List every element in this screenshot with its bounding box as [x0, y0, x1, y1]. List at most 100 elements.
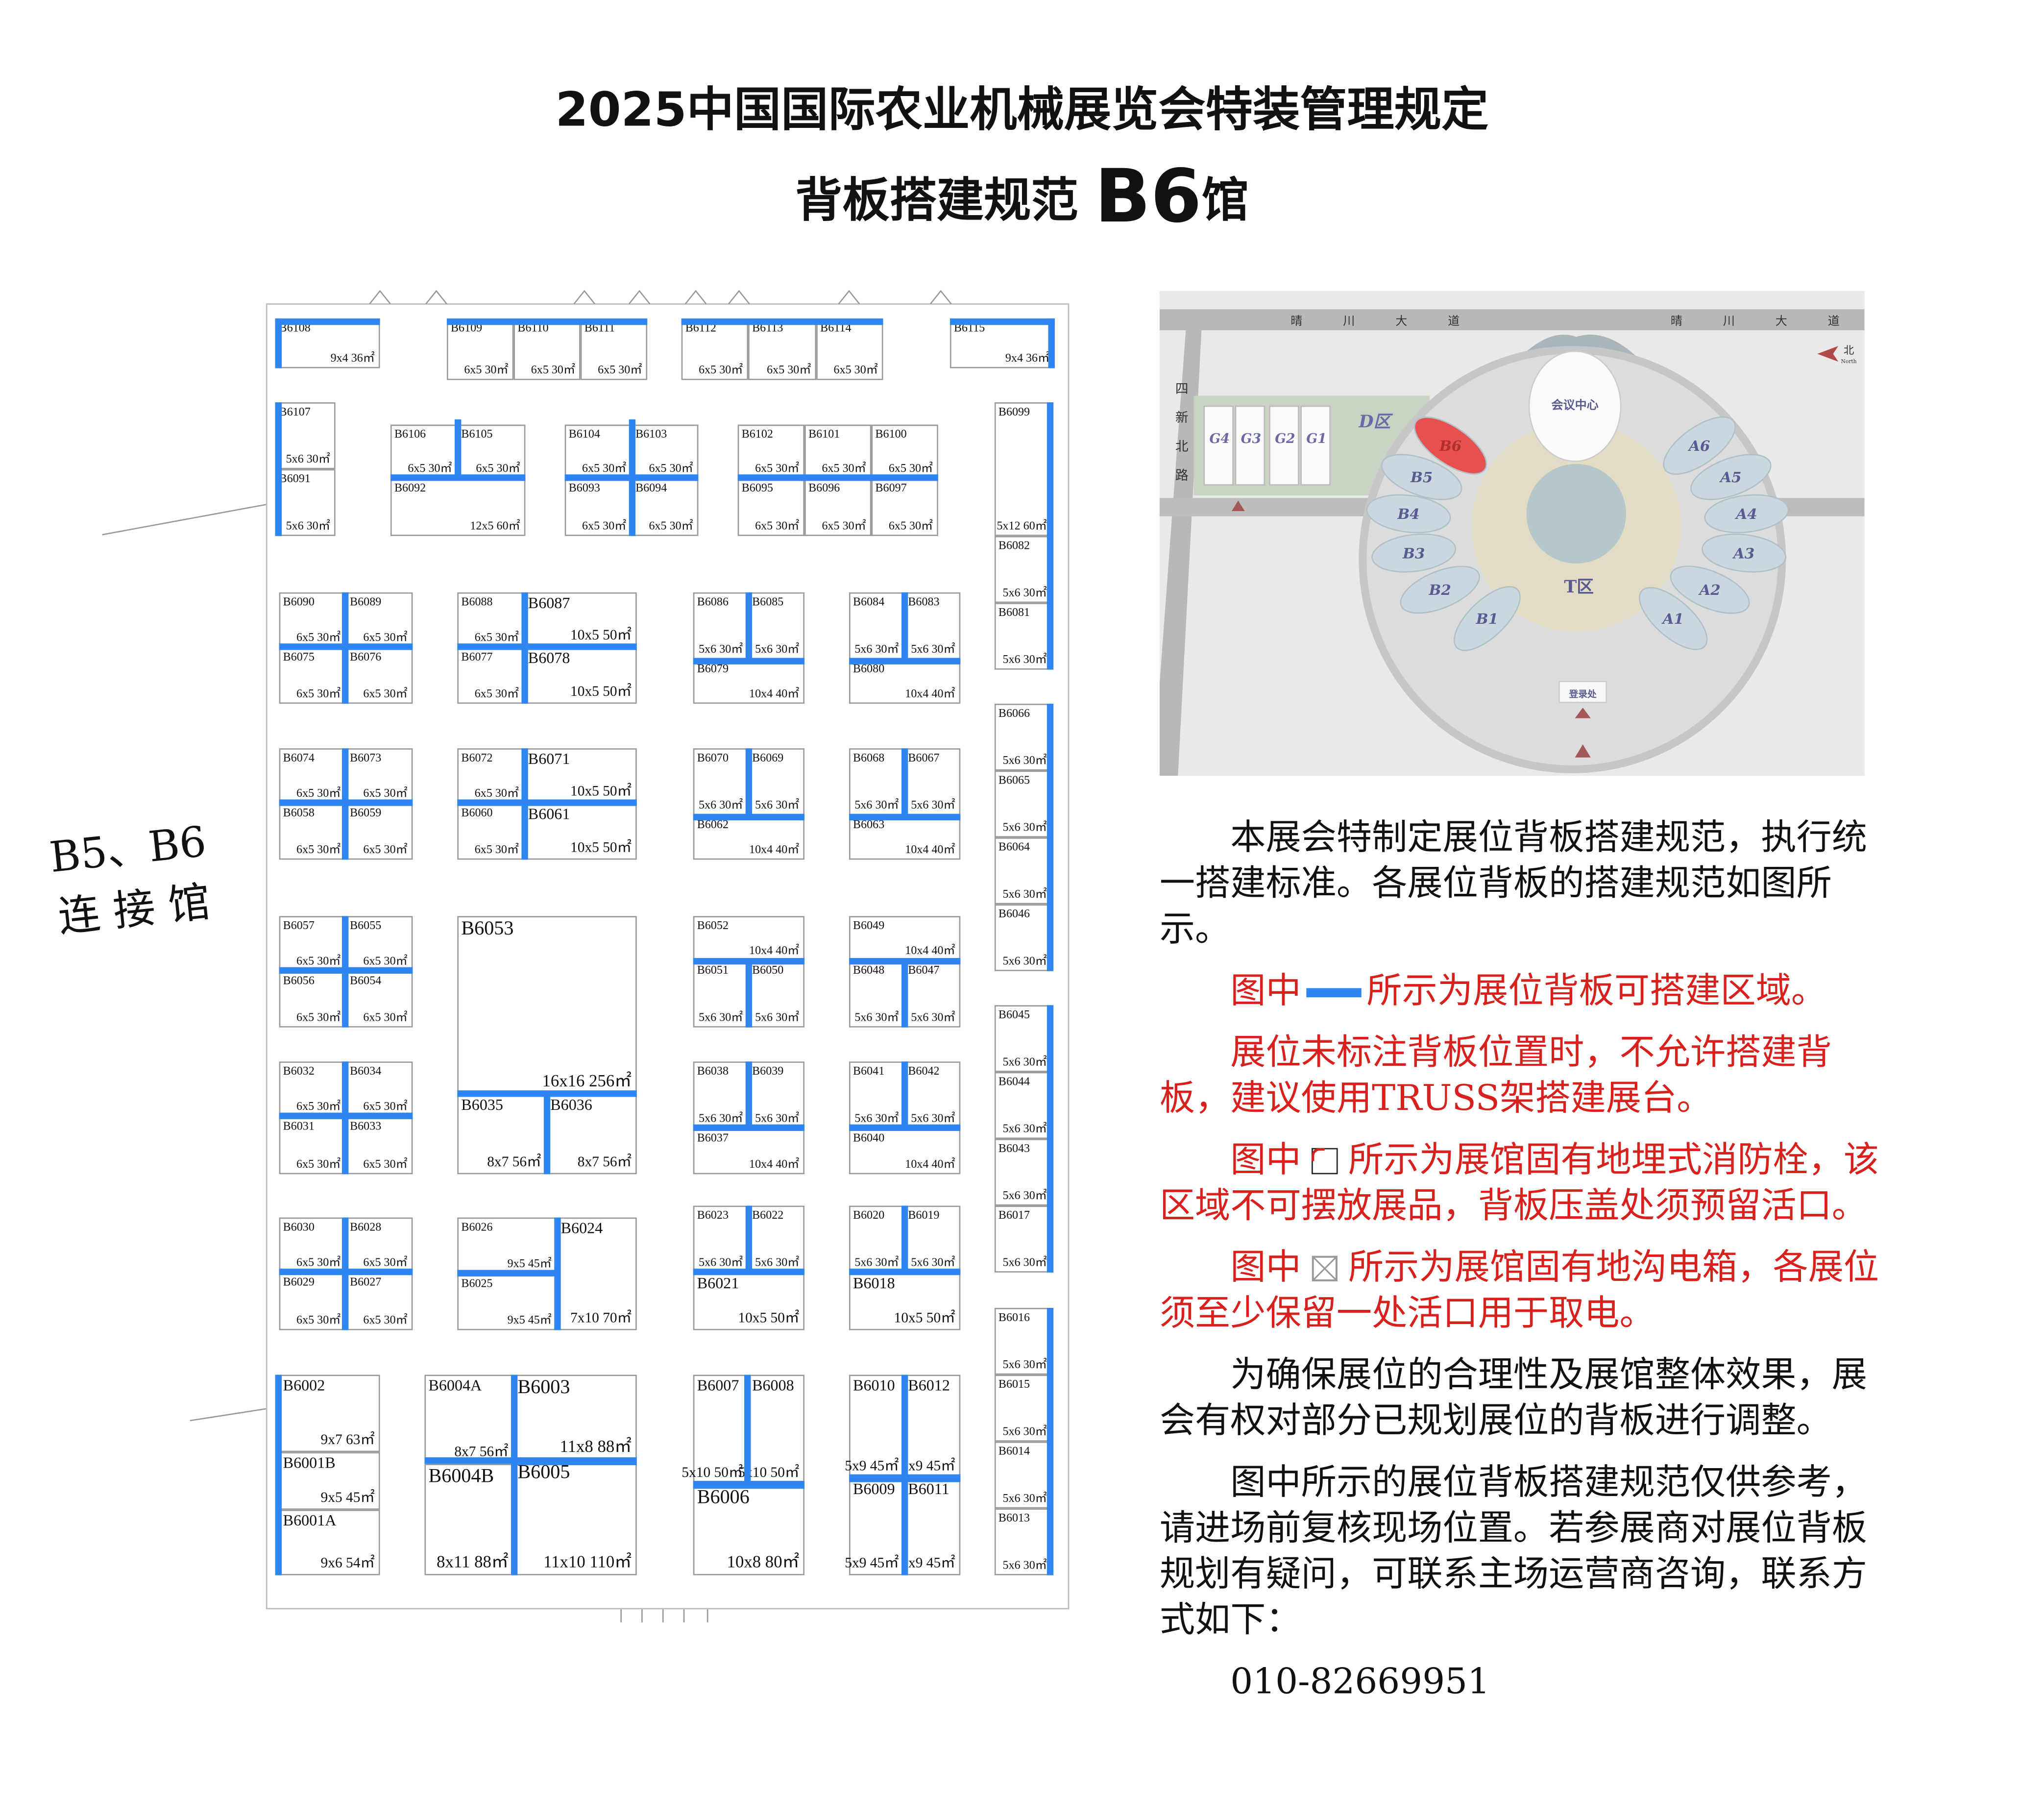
- booth-b6034[interactable]: B60346x5 30㎡: [346, 1061, 413, 1117]
- booth-b6046[interactable]: B60465x6 30㎡: [994, 904, 1052, 971]
- booth-b6086[interactable]: B60865x6 30㎡: [693, 592, 749, 660]
- booth-b6048[interactable]: B60485x6 30㎡: [849, 960, 904, 1028]
- booth-b6040[interactable]: B604010x4 40㎡: [849, 1128, 961, 1175]
- booth-b6050[interactable]: B60505x6 30㎡: [748, 960, 805, 1028]
- booth-b6115[interactable]: B61159x4 36㎡: [949, 318, 1055, 368]
- booth-b6023[interactable]: B60235x6 30㎡: [693, 1205, 749, 1273]
- booth-b6005[interactable]: B600511x10 110㎡: [513, 1460, 637, 1575]
- booth-b6110[interactable]: B61106x5 30㎡: [513, 318, 581, 380]
- booth-b6011[interactable]: B60115x9 45㎡: [901, 1478, 961, 1575]
- booth-b6090[interactable]: B60906x5 30㎡: [279, 592, 346, 648]
- booth-b6102[interactable]: B61026x5 30㎡: [737, 424, 805, 479]
- booth-b6078[interactable]: B607810x5 50㎡: [524, 647, 637, 704]
- booth-b6101[interactable]: B61016x5 30㎡: [804, 424, 872, 479]
- booth-b6114[interactable]: B61146x5 30㎡: [816, 318, 883, 380]
- booth-b6017[interactable]: B60175x6 30㎡: [994, 1205, 1052, 1273]
- booth-b6096[interactable]: B60966x5 30㎡: [804, 478, 872, 536]
- booth-b6112[interactable]: B61126x5 30㎡: [681, 318, 749, 380]
- booth-b6074[interactable]: B60746x5 30㎡: [279, 748, 346, 804]
- booth-b6106[interactable]: B61066x5 30㎡: [390, 424, 458, 479]
- booth-b6054[interactable]: B60546x5 30㎡: [346, 971, 413, 1028]
- booth-b6012[interactable]: B60125x9 45㎡: [901, 1375, 961, 1478]
- booth-b6001a[interactable]: B6001A9x6 54㎡: [279, 1509, 380, 1575]
- booth-b6061[interactable]: B606110x5 50㎡: [524, 803, 637, 860]
- booth-b6028[interactable]: B60286x5 30㎡: [346, 1217, 413, 1273]
- booth-b6088[interactable]: B60886x5 30㎡: [457, 592, 524, 648]
- booth-b6100[interactable]: B61006x5 30㎡: [871, 424, 938, 479]
- booth-b6008[interactable]: B60085x10 50㎡: [738, 1375, 805, 1485]
- booth-b6093[interactable]: B60936x5 30㎡: [564, 478, 632, 536]
- booth-b6032[interactable]: B60326x5 30㎡: [279, 1061, 346, 1117]
- booth-b6070[interactable]: B60705x6 30㎡: [693, 748, 749, 815]
- booth-b6055[interactable]: B60556x5 30㎡: [346, 916, 413, 971]
- booth-b6064[interactable]: B60645x6 30㎡: [994, 837, 1052, 905]
- booth-b6080[interactable]: B608010x4 40㎡: [849, 659, 961, 704]
- booth-b6083[interactable]: B60835x6 30㎡: [904, 592, 961, 660]
- booth-b6038[interactable]: B60385x6 30㎡: [693, 1061, 749, 1129]
- booth-b6104[interactable]: B61046x5 30㎡: [564, 424, 632, 479]
- booth-b6075[interactable]: B60756x5 30㎡: [279, 647, 346, 704]
- booth-b6001b[interactable]: B6001B9x5 45㎡: [279, 1452, 380, 1510]
- booth-b6030[interactable]: B60306x5 30㎡: [279, 1217, 346, 1273]
- booth-b6079[interactable]: B607910x4 40㎡: [693, 659, 805, 704]
- booth-b6067[interactable]: B60675x6 30㎡: [904, 748, 961, 815]
- booth-b6063[interactable]: B606310x4 40㎡: [849, 815, 961, 860]
- booth-b6036[interactable]: B60368x7 56㎡: [546, 1094, 637, 1175]
- booth-b6111[interactable]: B61116x5 30㎡: [580, 318, 648, 380]
- booth-b6020[interactable]: B60205x6 30㎡: [849, 1205, 904, 1273]
- booth-b6024[interactable]: B60247x10 70㎡: [557, 1217, 637, 1330]
- booth-b6026[interactable]: B60269x5 45㎡: [457, 1217, 557, 1274]
- booth-b6071[interactable]: B607110x5 50㎡: [524, 748, 637, 804]
- booth-b6094[interactable]: B60946x5 30㎡: [632, 478, 699, 536]
- booth-b6065[interactable]: B60655x6 30㎡: [994, 770, 1052, 837]
- booth-b6107[interactable]: B61075x6 30㎡: [275, 402, 336, 469]
- booth-b6068[interactable]: B60685x6 30㎡: [849, 748, 904, 815]
- booth-b6082[interactable]: B60825x6 30㎡: [994, 536, 1052, 603]
- booth-b6049[interactable]: B604910x4 40㎡: [849, 916, 961, 961]
- booth-b6092[interactable]: B609212x5 60㎡: [390, 478, 526, 536]
- booth-b6014[interactable]: B60145x6 30㎡: [994, 1441, 1052, 1509]
- booth-b6103[interactable]: B61036x5 30㎡: [632, 424, 699, 479]
- booth-b6021[interactable]: B602110x5 50㎡: [693, 1272, 805, 1330]
- booth-b6081[interactable]: B60815x6 30㎡: [994, 603, 1052, 670]
- booth-b6013[interactable]: B60135x6 30㎡: [994, 1508, 1052, 1575]
- booth-b6069[interactable]: B60695x6 30㎡: [748, 748, 805, 815]
- booth-b6016[interactable]: B60165x6 30㎡: [994, 1308, 1052, 1375]
- booth-b6031[interactable]: B60316x5 30㎡: [279, 1116, 346, 1175]
- booth-b6047[interactable]: B60475x6 30㎡: [904, 960, 961, 1028]
- booth-b6084[interactable]: B60845x6 30㎡: [849, 592, 904, 660]
- booth-b6052[interactable]: B605210x4 40㎡: [693, 916, 805, 961]
- booth-b6003[interactable]: B600311x8 88㎡: [513, 1375, 637, 1460]
- booth-b6056[interactable]: B60566x5 30㎡: [279, 971, 346, 1028]
- booth-b6051[interactable]: B60515x6 30㎡: [693, 960, 749, 1028]
- booth-b6037[interactable]: B603710x4 40㎡: [693, 1128, 805, 1175]
- booth-b6002[interactable]: B60029x7 63㎡: [279, 1375, 380, 1452]
- booth-b6009[interactable]: B60095x9 45㎡: [845, 1478, 904, 1575]
- booth-b6019[interactable]: B60195x6 30㎡: [904, 1205, 961, 1273]
- booth-b6077[interactable]: B60776x5 30㎡: [457, 647, 524, 704]
- booth-b6025[interactable]: B60259x5 45㎡: [457, 1274, 557, 1330]
- booth-b6073[interactable]: B60736x5 30㎡: [346, 748, 413, 804]
- booth-b6108[interactable]: B61089x4 36㎡: [275, 318, 380, 368]
- booth-b6042[interactable]: B60425x6 30㎡: [904, 1061, 961, 1129]
- booth-b6059[interactable]: B60596x5 30㎡: [346, 803, 413, 860]
- booth-b6006[interactable]: B600610x8 80㎡: [693, 1485, 805, 1575]
- booth-b6097[interactable]: B60976x5 30㎡: [871, 478, 938, 536]
- booth-b6095[interactable]: B60956x5 30㎡: [737, 478, 805, 536]
- booth-b6099[interactable]: B60995x12 60㎡: [994, 402, 1052, 536]
- booth-b6053[interactable]: B605316x16 256㎡: [457, 916, 637, 1095]
- booth-b6035[interactable]: B60358x7 56㎡: [457, 1094, 547, 1175]
- booth-b6041[interactable]: B60415x6 30㎡: [849, 1061, 904, 1129]
- booth-b6027[interactable]: B60276x5 30㎡: [346, 1272, 413, 1330]
- booth-b6091[interactable]: B60915x6 30㎡: [275, 469, 336, 536]
- booth-b6039[interactable]: B60395x6 30㎡: [748, 1061, 805, 1129]
- booth-b6060[interactable]: B60606x5 30㎡: [457, 803, 524, 860]
- booth-b6109[interactable]: B61096x5 30㎡: [446, 318, 514, 380]
- booth-b6015[interactable]: B60155x6 30㎡: [994, 1375, 1052, 1442]
- booth-b6066[interactable]: B60665x6 30㎡: [994, 704, 1052, 771]
- booth-b6089[interactable]: B60896x5 30㎡: [346, 592, 413, 648]
- booth-b6113[interactable]: B61136x5 30㎡: [748, 318, 817, 380]
- booth-b6022[interactable]: B60225x6 30㎡: [748, 1205, 805, 1273]
- booth-b6045[interactable]: B60455x6 30㎡: [994, 1005, 1052, 1072]
- booth-b6058[interactable]: B60586x5 30㎡: [279, 803, 346, 860]
